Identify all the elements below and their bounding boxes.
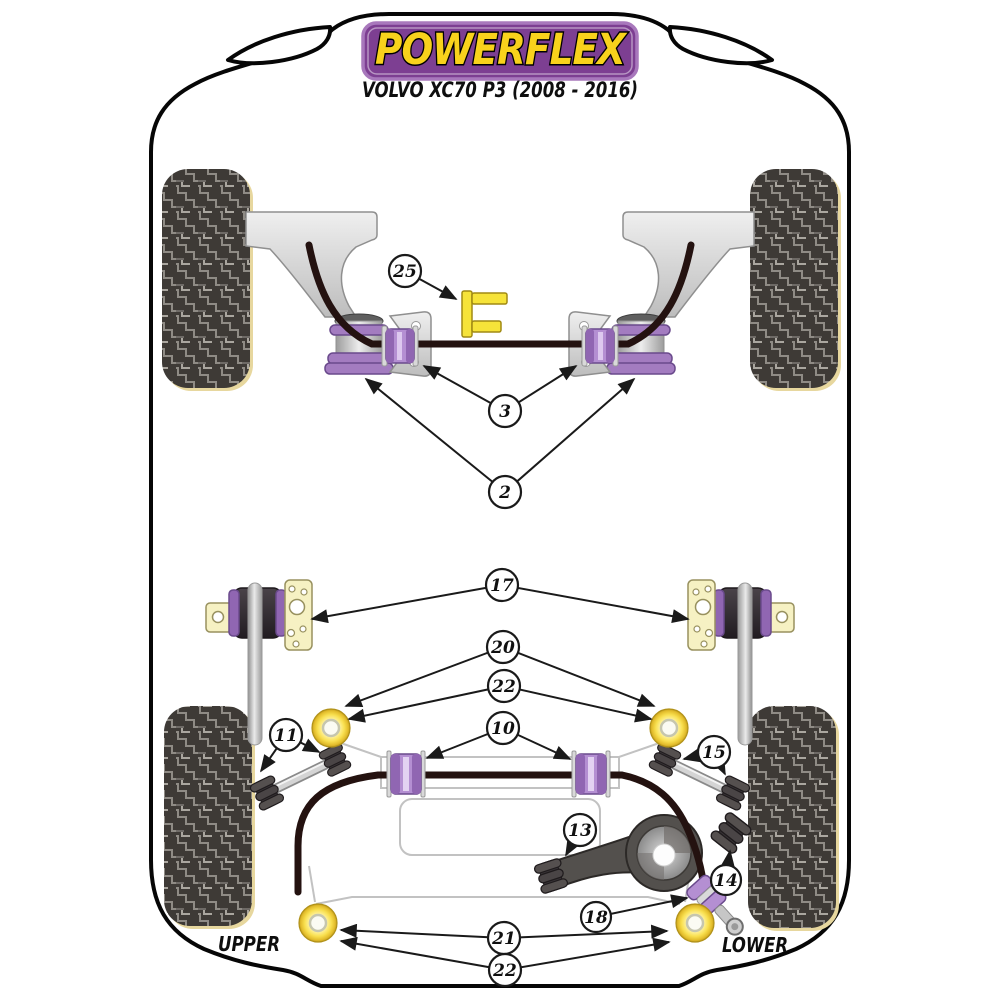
callout-10: 10 (425, 710, 572, 760)
callout-2: 2 (364, 377, 636, 510)
vehicle-title: VOLVO XC70 P3 (2008 - 2016) (362, 78, 638, 102)
callout-22-lower: 22 (339, 936, 671, 988)
subframe-bushing-rear-left (297, 902, 339, 944)
callout-number: 10 (491, 719, 515, 739)
callout-number: 11 (274, 726, 298, 746)
callout-11: 11 (260, 717, 321, 773)
callout-3: 3 (422, 365, 578, 429)
callout-bubble (487, 952, 523, 988)
callout-number: 15 (702, 743, 726, 763)
callout-bubble (485, 710, 521, 746)
brand-name: POWERFLEX (375, 25, 627, 75)
callout-14: 14 (709, 849, 743, 897)
callout-13: 13 (562, 812, 598, 857)
callout-number: 17 (490, 576, 514, 596)
callout-22-upper: 22 (347, 668, 653, 723)
rear-arb-bushing-left (386, 750, 426, 798)
rear-trailing-arm (532, 814, 703, 895)
subframe-bushing-front-left (310, 707, 352, 749)
callout-number: 22 (492, 961, 517, 981)
callout-18: 18 (579, 894, 689, 934)
lower-label: LOWER (722, 933, 788, 957)
callout-number: 22 (491, 677, 516, 697)
upper-label: UPPER (218, 932, 280, 956)
callout-bubble (487, 393, 523, 429)
callout-bubble (696, 734, 732, 770)
rear-left-tire (164, 706, 255, 929)
callout-25: 25 (387, 253, 458, 300)
callout-21: 21 (339, 920, 669, 956)
callout-number: 25 (392, 262, 417, 282)
callout-17: 17 (310, 567, 690, 624)
callout-number: 3 (499, 402, 511, 422)
callout-bubble (579, 900, 613, 934)
callout-bubble (268, 717, 304, 753)
callout-20: 20 (344, 629, 656, 708)
callout-number: 21 (491, 929, 516, 949)
front-arb-bushing-right (581, 325, 619, 367)
callout-number: 18 (584, 908, 608, 928)
callout-15: 15 (682, 734, 732, 776)
callout-bubble (487, 474, 523, 510)
callout-bubble (562, 812, 598, 848)
front-arb-bushing-left (381, 325, 419, 367)
subframe-bushing-front-right (648, 707, 690, 749)
callout-number: 13 (568, 821, 592, 841)
powerflex-logo: POWERFLEX (361, 21, 639, 81)
callout-number: 20 (490, 638, 515, 658)
callout-bubble (486, 668, 522, 704)
right-mirror (667, 25, 774, 66)
rear-arb-bushing-right (571, 750, 611, 798)
front-right-tire (750, 169, 841, 391)
front-left-tire (162, 169, 253, 391)
callout-bubble (709, 863, 743, 897)
callout-bubble (485, 629, 521, 665)
rear-anti-roll-bar (294, 771, 709, 902)
callout-bubble (484, 567, 520, 603)
exhaust-mount-bracket (461, 290, 508, 338)
rear-right-tire (748, 706, 839, 931)
callout-number: 14 (714, 871, 738, 891)
subframe-bushing-rear-right (674, 902, 716, 944)
front-anti-roll-bar (305, 241, 695, 348)
callout-bubble (387, 253, 423, 289)
left-mirror (226, 25, 333, 66)
callout-number: 2 (498, 483, 511, 503)
